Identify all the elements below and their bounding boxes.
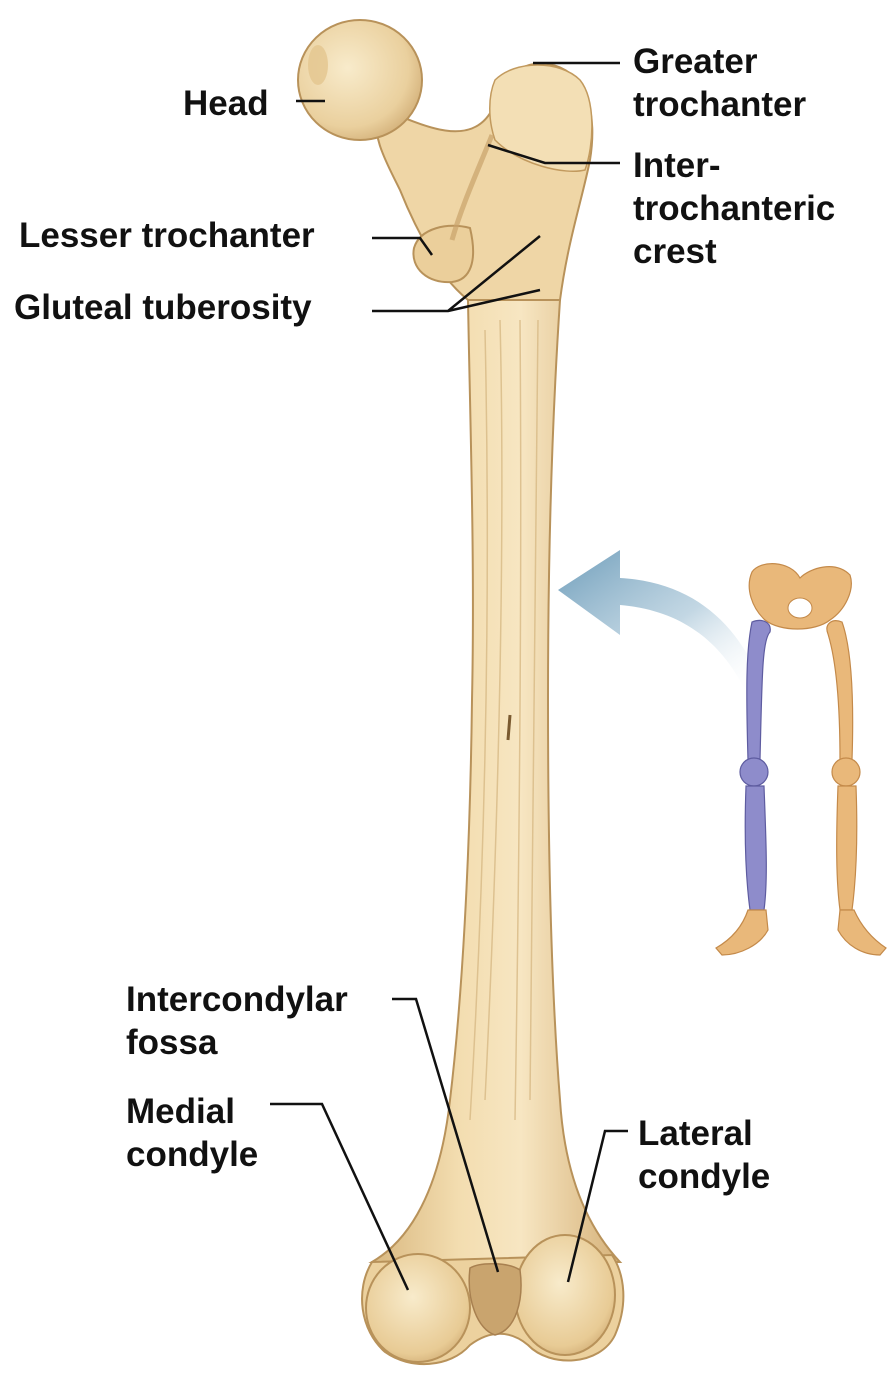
label-greater-trochanter: Greater trochanter <box>633 40 806 126</box>
right-foot <box>838 910 886 955</box>
right-lower-leg <box>837 786 857 910</box>
femur-shaft <box>372 300 620 1262</box>
label-intertrochanteric-crest: Inter- trochanteric crest <box>633 144 835 273</box>
right-femur <box>827 621 853 760</box>
femur-bone <box>298 20 623 1364</box>
label-lesser-trochanter: Lesser trochanter <box>19 214 315 257</box>
fovea <box>308 45 328 85</box>
nutrient-foramen <box>508 715 510 740</box>
label-medial-condyle: Medial condyle <box>126 1090 258 1176</box>
lower-limb-skeleton-icon <box>716 564 886 955</box>
highlighted-foot <box>716 910 768 955</box>
lesser-trochanter-shape <box>413 226 473 282</box>
pelvis <box>749 564 851 629</box>
curved-arrow-icon <box>558 550 760 690</box>
highlighted-femur <box>747 620 770 760</box>
medial-condyle-shape <box>366 1254 470 1362</box>
label-lateral-condyle: Lateral condyle <box>638 1112 770 1198</box>
label-intercondylar-fossa: Intercondylar fossa <box>126 978 348 1064</box>
label-head: Head <box>183 82 269 125</box>
label-gluteal-tuberosity: Gluteal tuberosity <box>14 286 312 329</box>
lateral-condyle-shape <box>515 1235 615 1355</box>
highlighted-lower-leg <box>745 786 766 910</box>
